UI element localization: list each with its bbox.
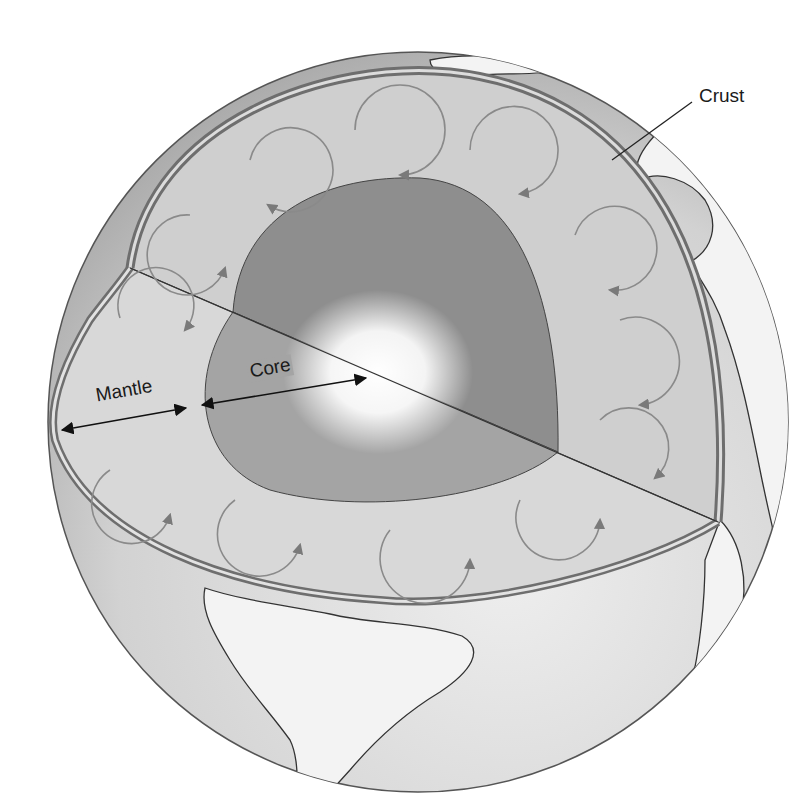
mantle-face bbox=[53, 268, 718, 602]
leader-line bbox=[612, 102, 692, 160]
convection-cells bbox=[92, 85, 680, 603]
crust-band bbox=[53, 268, 718, 602]
dimension-arrow bbox=[62, 408, 186, 430]
layer-label: Mantle bbox=[92, 376, 156, 407]
dimension-arrow bbox=[202, 378, 366, 405]
cut-line bbox=[130, 268, 718, 522]
crust-band bbox=[53, 268, 718, 602]
layer-label: Crust bbox=[697, 86, 746, 107]
layer-label: Core bbox=[246, 354, 294, 382]
inner-core bbox=[283, 290, 473, 454]
